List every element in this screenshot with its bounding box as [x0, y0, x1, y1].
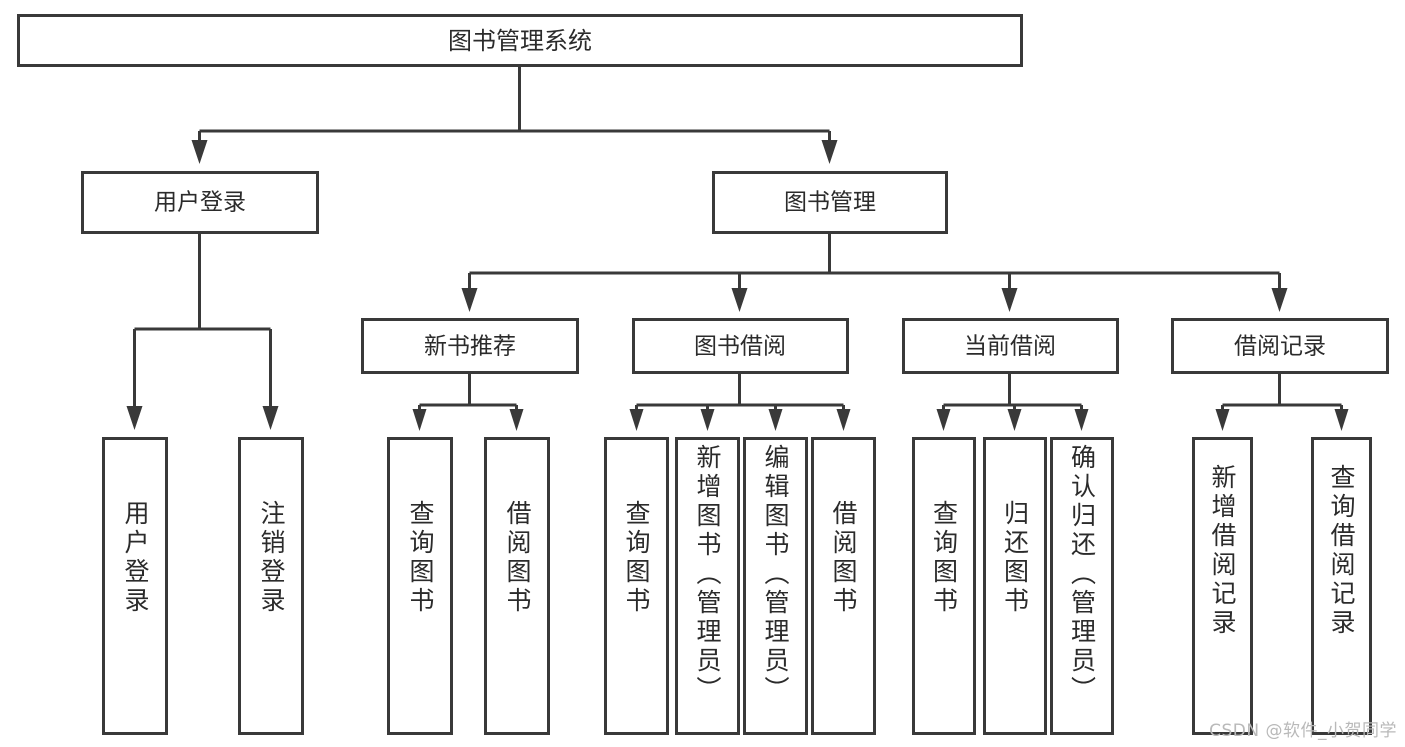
- connector-group-current-borrow: [936, 373, 1089, 431]
- connector-group-user-login: [126, 233, 279, 430]
- node-box: [811, 437, 876, 735]
- leaf-node-return-book[interactable]: [983, 437, 1047, 735]
- arrow-head-icon: [412, 409, 427, 431]
- node-new-book-recommend[interactable]: 新书推荐: [361, 318, 579, 374]
- node-borrow-record[interactable]: 借阅记录: [1171, 318, 1389, 374]
- leaf-node-add-borrow-record[interactable]: [1192, 437, 1253, 735]
- node-label: 当前借阅: [964, 334, 1056, 360]
- arrow-head-icon: [936, 409, 951, 431]
- node-root-system[interactable]: 图书管理系统: [17, 14, 1023, 67]
- leaf-node-logout[interactable]: [238, 437, 304, 735]
- arrow-head-icon: [509, 409, 524, 431]
- arrow-head-icon: [821, 140, 838, 164]
- arrow-head-icon: [262, 406, 279, 430]
- node-book-management[interactable]: 图书管理: [712, 171, 948, 234]
- connector-group-borrow-record: [1215, 373, 1349, 431]
- node-box: [983, 437, 1047, 735]
- node-box: [604, 437, 669, 735]
- watermark-text: CSDN @软件_小贺同学: [1209, 721, 1397, 741]
- node-current-borrow[interactable]: 当前借阅: [902, 318, 1119, 374]
- arrow-head-icon: [1215, 409, 1230, 431]
- arrow-head-icon: [629, 409, 644, 431]
- arrow-head-icon: [768, 409, 783, 431]
- arrow-head-icon: [1074, 409, 1089, 431]
- node-box: [484, 437, 550, 735]
- node-box: [81, 171, 319, 234]
- node-box: [361, 318, 579, 374]
- node-user-login[interactable]: 用户登录: [81, 171, 319, 234]
- node-box: [1050, 437, 1114, 735]
- node-book-borrow[interactable]: 图书借阅: [632, 318, 849, 374]
- arrow-head-icon: [700, 409, 715, 431]
- leaf-node-query-book-borrow[interactable]: [604, 437, 669, 735]
- connector-group-new-book: [412, 373, 524, 431]
- arrow-head-icon: [731, 288, 748, 312]
- leaf-node-add-book-admin[interactable]: [675, 437, 740, 735]
- node-box: [675, 437, 740, 735]
- connector-group-book-borrow: [629, 373, 851, 431]
- node-label: 用户登录: [154, 190, 246, 216]
- leaf-node-query-borrow-record[interactable]: [1311, 437, 1372, 735]
- node-box: [387, 437, 453, 735]
- leaf-node-query-book-current[interactable]: [912, 437, 976, 735]
- connector-group-root: [191, 66, 838, 164]
- node-box: [632, 318, 849, 374]
- arrow-head-icon: [461, 288, 478, 312]
- node-box: [912, 437, 976, 735]
- leaf-node-borrow-book[interactable]: [811, 437, 876, 735]
- arrow-head-icon: [191, 140, 208, 164]
- leaf-node-query-book-rec[interactable]: [387, 437, 453, 735]
- node-label: 借阅记录: [1234, 334, 1326, 360]
- leaf-node-confirm-return-admin[interactable]: [1050, 437, 1114, 735]
- node-label: 图书管理: [784, 190, 876, 216]
- node-box: [102, 437, 168, 735]
- arrow-head-icon: [836, 409, 851, 431]
- node-box: [1311, 437, 1372, 735]
- arrow-head-icon: [126, 406, 143, 430]
- node-box: [17, 14, 1023, 67]
- leaf-node-user-login[interactable]: [102, 437, 168, 735]
- node-label: 图书借阅: [694, 334, 786, 360]
- node-box: [238, 437, 304, 735]
- node-box: [1171, 318, 1389, 374]
- node-label: 图书管理系统: [448, 27, 592, 55]
- node-box: [1192, 437, 1253, 735]
- arrow-head-icon: [1271, 288, 1288, 312]
- arrow-head-icon: [1334, 409, 1349, 431]
- node-box: [902, 318, 1119, 374]
- node-box: [712, 171, 948, 234]
- leaf-node-edit-book-admin[interactable]: [743, 437, 808, 735]
- arrow-head-icon: [1001, 288, 1018, 312]
- connector-group-book-manage: [461, 233, 1288, 312]
- node-box: [743, 437, 808, 735]
- node-label: 新书推荐: [424, 334, 516, 360]
- arrow-head-icon: [1007, 409, 1022, 431]
- leaf-node-borrow-book-rec[interactable]: [484, 437, 550, 735]
